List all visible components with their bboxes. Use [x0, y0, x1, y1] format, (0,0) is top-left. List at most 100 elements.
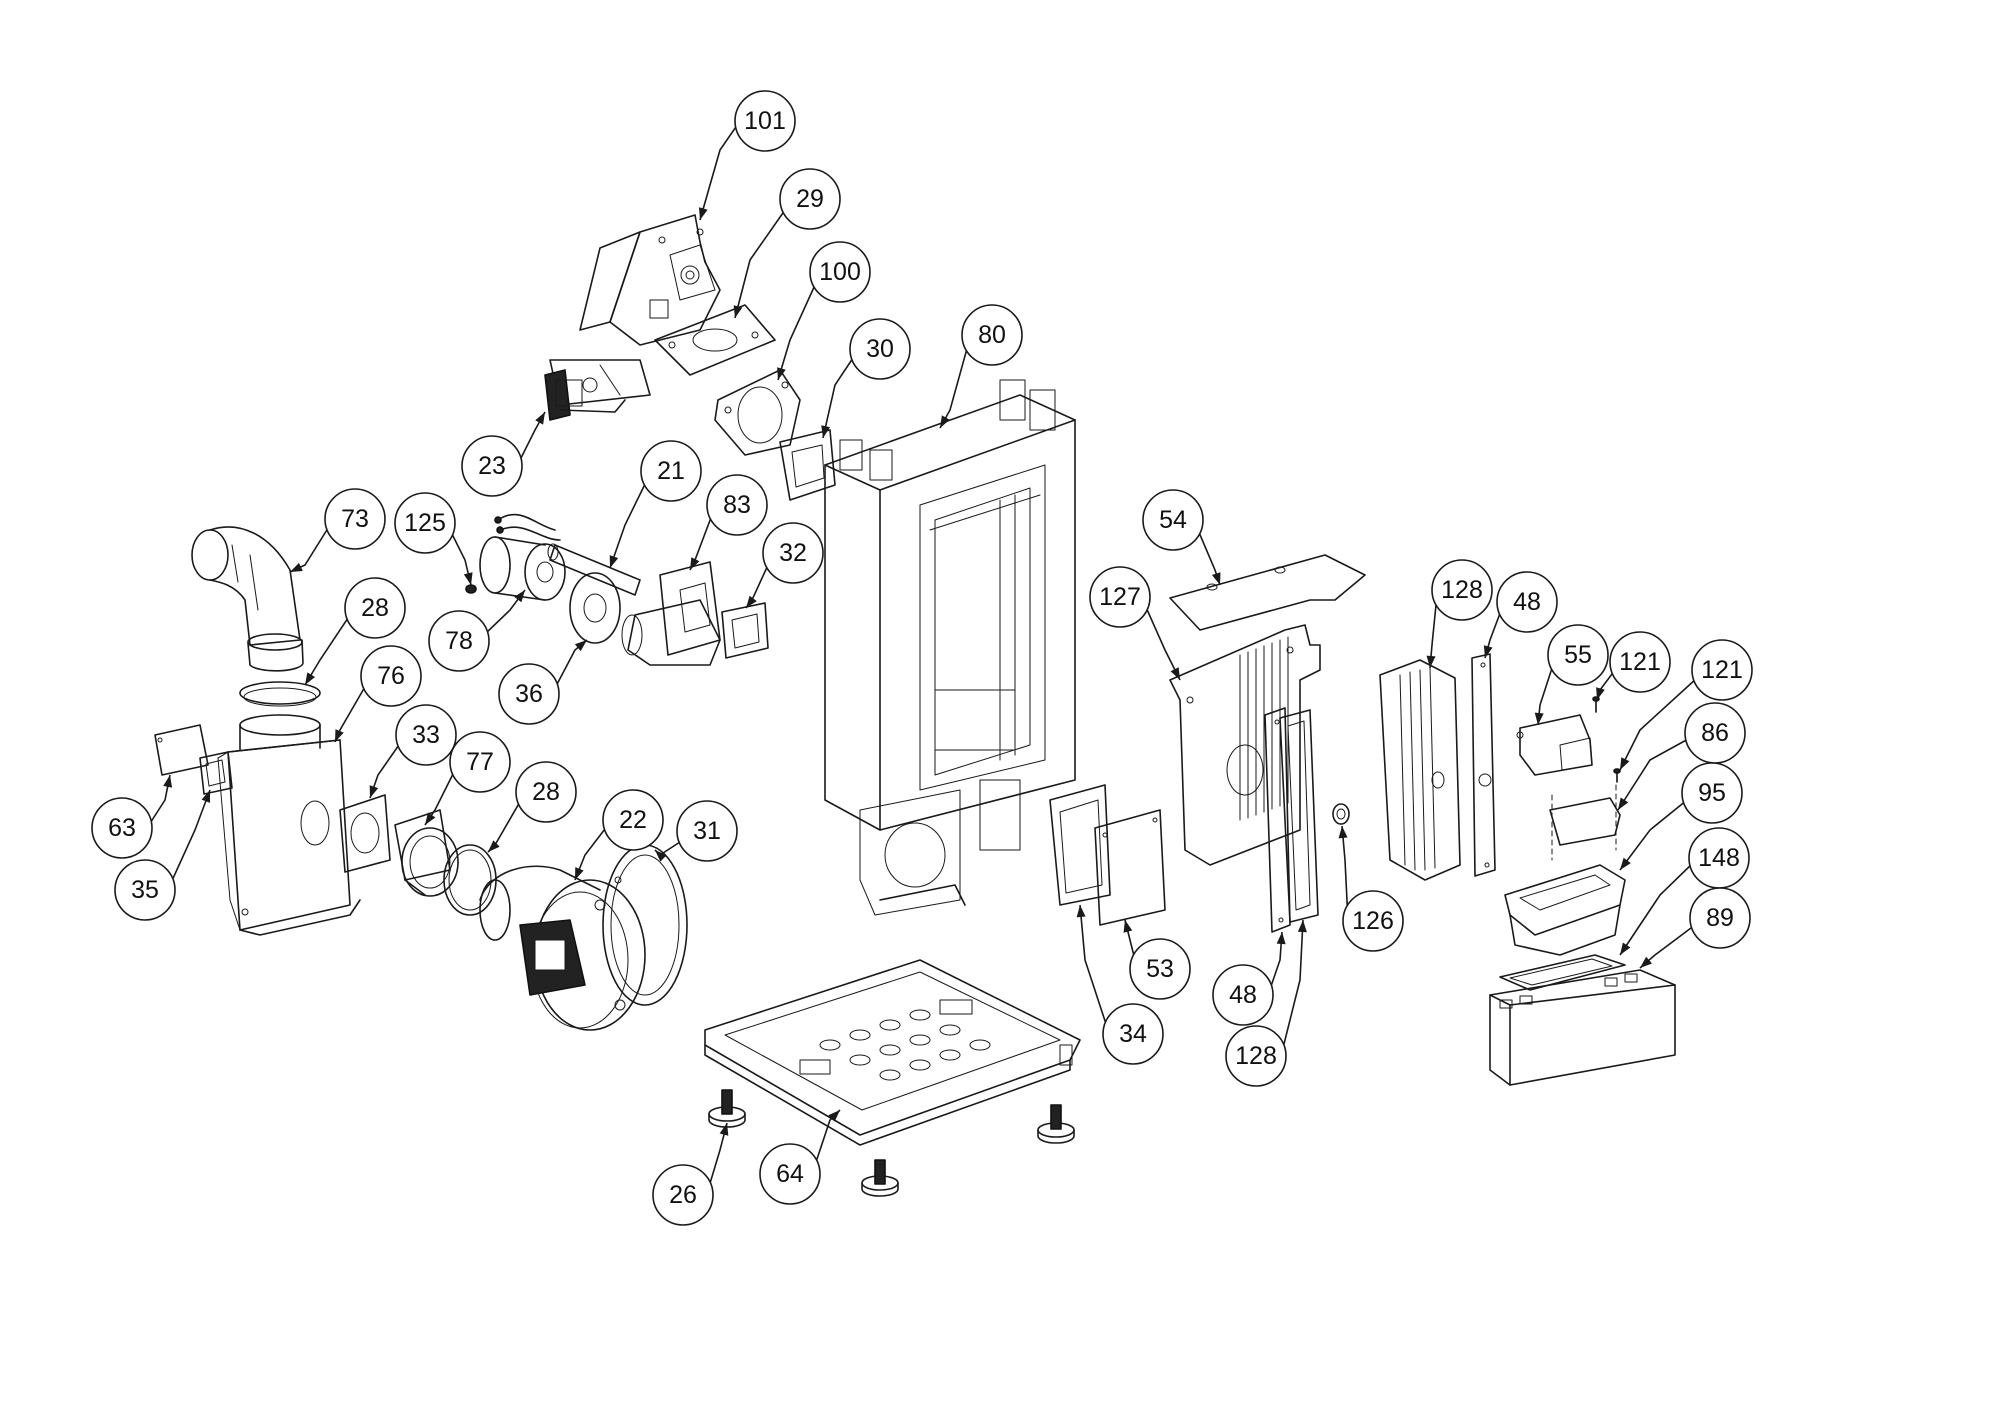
callout-circle-101: [734, 90, 796, 152]
part-127-heat-exchanger-plate: [1169, 624, 1321, 866]
part-100-burner-plate: [714, 369, 801, 456]
leader-arrowhead-54: [1211, 572, 1221, 585]
callout-number-121a: 121: [1619, 648, 1661, 676]
leader-arrowhead-86: [1618, 797, 1629, 810]
callout-number-23: 23: [478, 452, 506, 480]
callout-circle-34: [1102, 1003, 1164, 1065]
leader-arrowhead-77: [425, 812, 436, 825]
leader-arrowhead-36: [574, 640, 587, 652]
callout-number-64: 64: [776, 1160, 804, 1188]
callout-circle-28a: [344, 577, 406, 639]
callout-95: 95: [1681, 762, 1743, 824]
callout-circle-36: [498, 663, 560, 725]
part-73-elbow-pipe: [191, 526, 304, 672]
leader-line-86: [1617, 737, 1691, 811]
part-126-nut: [1332, 803, 1350, 825]
callout-circle-128a: [1431, 559, 1493, 621]
leader-arrowhead-32: [746, 595, 757, 608]
leader-arrowhead-127: [1170, 667, 1180, 680]
part-148-gasket: [1499, 954, 1626, 991]
part-128-seal-bar-right: [1379, 659, 1461, 881]
callout-89: 89: [1689, 887, 1751, 949]
part-29-gasket: [654, 304, 776, 376]
part-86-trough: [1549, 784, 1621, 861]
callout-number-28b: 28: [532, 778, 560, 806]
part-128-seal-bar-left: [1279, 709, 1319, 923]
leader-arrowhead-121a: [1596, 687, 1605, 700]
part-35-gasket: [199, 751, 233, 795]
callout-number-101: 101: [744, 107, 786, 135]
part-30-gasket: [779, 429, 836, 501]
callout-100: 100: [809, 241, 871, 303]
leader-arrowhead-121b: [1620, 757, 1630, 770]
callout-21: 21: [640, 440, 702, 502]
callout-number-30: 30: [866, 335, 894, 363]
callout-circle-80: [961, 304, 1023, 366]
leader-lines: [146, 120, 1698, 1191]
leader-arrowhead-35: [201, 790, 210, 803]
part-26-leveling-foot-a: [708, 1089, 746, 1128]
leader-line-127: [1144, 604, 1181, 681]
leader-line-128b: [1280, 919, 1304, 1057]
callout-number-77: 77: [466, 748, 494, 776]
callout-number-121b: 121: [1701, 656, 1743, 684]
callout-number-22: 22: [619, 806, 647, 834]
callout-circle-76: [360, 645, 422, 707]
part-76-flue-box: [217, 714, 361, 936]
callout-circle-127: [1089, 566, 1151, 628]
leader-arrowhead-23: [535, 412, 545, 425]
leader-arrowhead-28a: [305, 672, 316, 685]
callout-circle-26: [652, 1164, 714, 1226]
callout-circle-21: [640, 440, 702, 502]
callout-number-21: 21: [657, 457, 685, 485]
callout-121a: 121: [1609, 631, 1671, 693]
part-121-screw-b: [1613, 768, 1621, 783]
callout-number-31: 31: [693, 817, 721, 845]
callout-circle-32: [762, 522, 824, 584]
leader-arrowhead-63: [163, 775, 173, 788]
part-95-tray: [1504, 864, 1626, 956]
leader-line-101: [699, 120, 741, 221]
callout-circle-78: [428, 610, 490, 672]
callout-number-32: 32: [779, 539, 807, 567]
leader-line-30: [822, 354, 856, 439]
part-55-cover: [1516, 714, 1593, 776]
callout-circle-83: [706, 474, 768, 536]
part-48-strip-right: [1471, 653, 1496, 877]
callout-22: 22: [602, 789, 664, 851]
callout-number-28a: 28: [361, 594, 389, 622]
leader-arrowhead-95: [1620, 857, 1631, 870]
callout-number-48a: 48: [1513, 588, 1541, 616]
callout-circle-121a: [1609, 631, 1671, 693]
leader-arrowhead-78: [514, 590, 525, 603]
part-22-blower-fan: [479, 865, 646, 1031]
part-31-ring-gasket: [602, 844, 688, 1006]
wire-harness: [494, 513, 561, 541]
callout-number-55: 55: [1564, 641, 1592, 669]
callout-number-34: 34: [1119, 1020, 1147, 1048]
leader-arrowhead-100: [777, 367, 786, 380]
callout-28b: 28: [515, 761, 577, 823]
leader-arrowhead-22: [575, 867, 584, 880]
leader-arrowhead-26: [719, 1123, 729, 1136]
callout-number-76: 76: [377, 662, 405, 690]
leader-line-100: [777, 284, 816, 381]
leader-arrowhead-64: [828, 1110, 840, 1122]
callout-circle-54: [1142, 489, 1204, 551]
callout-64: 64: [759, 1143, 821, 1205]
callout-53: 53: [1129, 938, 1191, 1000]
leader-arrowhead-73: [290, 562, 303, 572]
part-89-container-box: [1489, 969, 1676, 1086]
callout-77: 77: [449, 731, 511, 793]
callout-83: 83: [706, 474, 768, 536]
callout-number-95: 95: [1698, 779, 1726, 807]
leader-arrowhead-31: [655, 850, 667, 862]
leader-arrowhead-128b: [1297, 920, 1307, 933]
callout-34: 34: [1102, 1003, 1164, 1065]
callout-32: 32: [762, 522, 824, 584]
part-33-gasket: [339, 794, 391, 873]
part-48-strip-left: [1264, 707, 1291, 933]
callout-circle-73: [324, 488, 386, 550]
